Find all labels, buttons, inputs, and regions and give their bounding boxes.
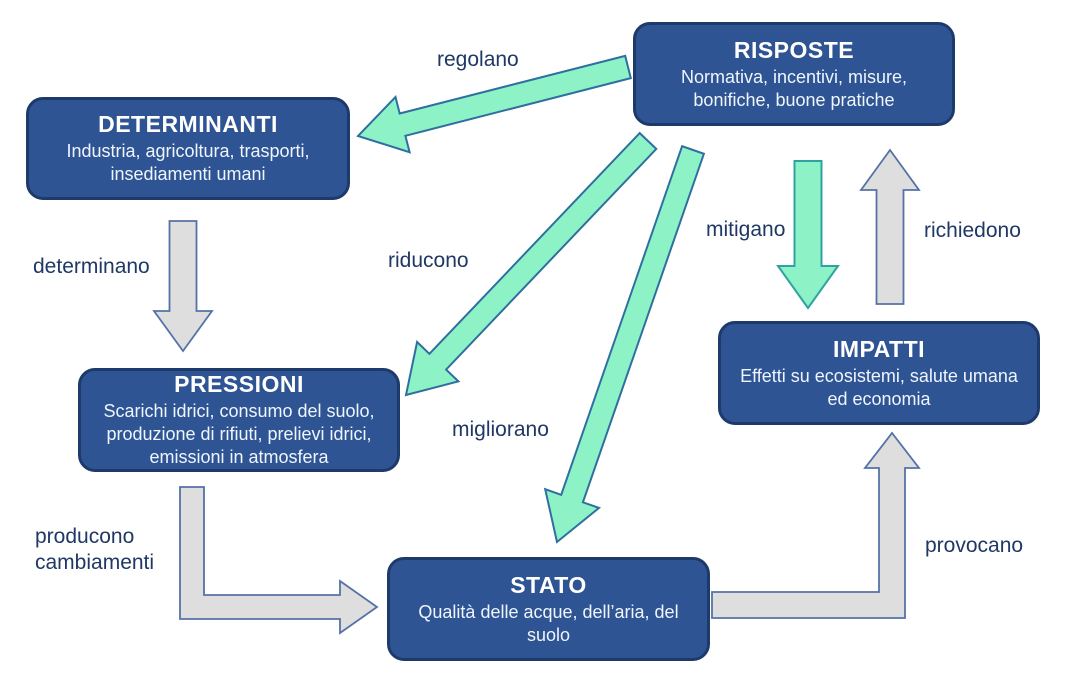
- arrow-provocano: [711, 431, 921, 619]
- label-provocano: provocano: [925, 534, 1024, 557]
- arrow-regolano: [356, 54, 633, 154]
- box-risposte-body: Normativa, incentivi, misure, bonifiche,…: [680, 66, 908, 110]
- box-determinanti: DETERMINANTI Industria, agricoltura, tra…: [26, 97, 350, 200]
- box-risposte: RISPOSTE Normativa, incentivi, misure, b…: [633, 22, 955, 126]
- box-risposte-title: RISPOSTE: [733, 36, 855, 63]
- box-impatti-body: Effetti su ecosistemi, salute umana ed e…: [740, 365, 1018, 409]
- box-determinanti-title: DETERMINANTI: [98, 111, 278, 138]
- arrow-determinano: [152, 220, 214, 353]
- label-regolano: regolano: [437, 48, 519, 71]
- box-pressioni: PRESSIONI Scarichi idrici, consumo del s…: [78, 368, 400, 472]
- label-riducono: riducono: [388, 249, 469, 272]
- box-pressioni-body: Scarichi idrici, consumo del suolo, prod…: [103, 401, 375, 467]
- label-producono-cambiamenti: producono cambiamenti: [35, 525, 155, 575]
- box-stato-title: STATO: [510, 571, 587, 598]
- arrow-mitigano: [776, 160, 840, 310]
- box-impatti: IMPATTI Effetti su ecosistemi, salute um…: [718, 321, 1040, 425]
- box-stato: STATO Qualità delle acque, dell’aria, de…: [387, 557, 710, 661]
- box-determinanti-body: Industria, agricoltura, trasporti, insed…: [66, 141, 310, 184]
- label-migliorano: migliorano: [452, 418, 549, 441]
- label-richiedono: richiedono: [924, 219, 1021, 242]
- arrow-richiedono: [859, 148, 921, 305]
- arrow-riducono: [404, 131, 658, 397]
- arrow-migliorano: [543, 144, 706, 544]
- box-pressioni-title: PRESSIONI: [174, 371, 304, 398]
- box-stato-body: Qualità delle acque, dell’aria, del suol…: [418, 601, 679, 645]
- label-mitigano: mitigano: [706, 218, 786, 241]
- label-determinano: determinano: [33, 255, 150, 278]
- arrow-producono-cambiamenti: [179, 486, 379, 635]
- box-impatti-title: IMPATTI: [832, 335, 926, 362]
